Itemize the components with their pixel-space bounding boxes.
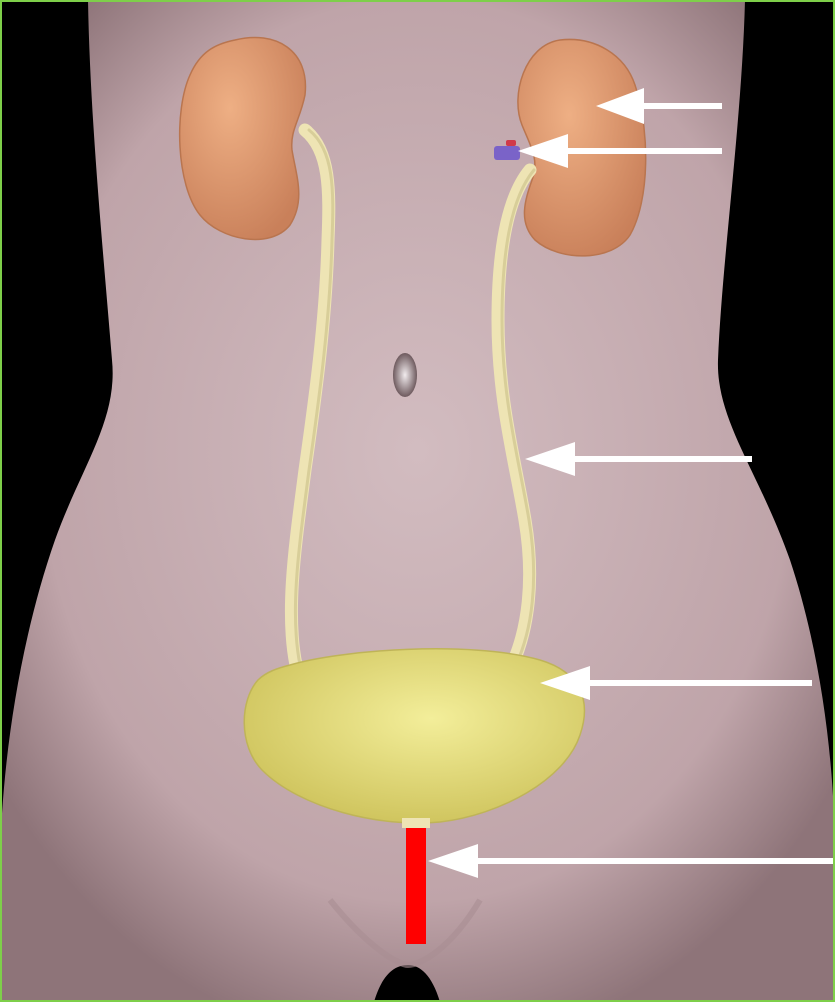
left-kidney [180, 37, 306, 239]
urethra [406, 822, 426, 944]
navel [393, 353, 417, 397]
urethra-base [402, 818, 430, 828]
renal-vessel-red [506, 140, 516, 146]
renal-vessel [494, 146, 520, 160]
